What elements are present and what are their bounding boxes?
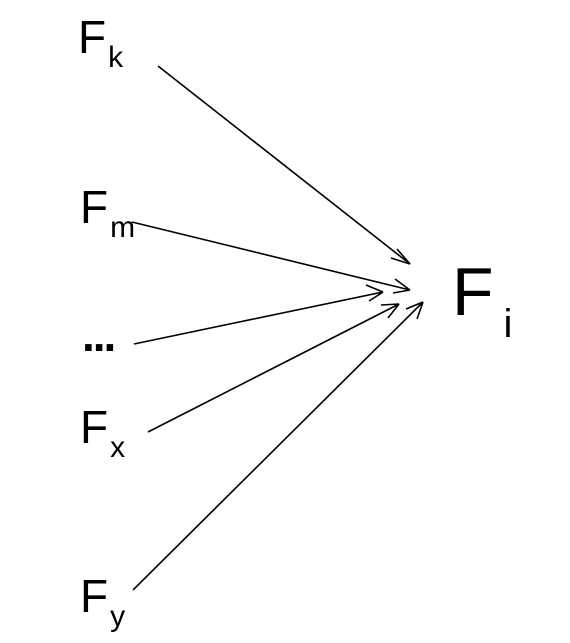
node-f-m: Fm: [80, 181, 135, 243]
arrow-y-to-i: [132, 301, 424, 591]
node-f-x-letter: F: [80, 401, 109, 453]
arrow-dots-to-i: [133, 284, 384, 345]
arrow-m-to-i: [131, 221, 411, 294]
node-f-i-subscript: i: [503, 302, 513, 346]
arrow-x-to-i: [147, 303, 400, 433]
node-f-m-subscript: m: [110, 211, 136, 244]
node-f-y: Fy: [80, 570, 125, 632]
node-f-y-subscript: y: [110, 600, 126, 633]
node-f-k-letter: F: [78, 11, 107, 63]
arrow-k-to-i: [157, 65, 411, 265]
node-f-i-letter: F: [452, 254, 494, 330]
node-f-y-letter: F: [80, 570, 109, 622]
node-f-k-subscript: k: [108, 41, 124, 74]
node-f-x: Fx: [80, 401, 125, 463]
node-ellipsis: ...: [82, 309, 116, 361]
node-f-k: Fk: [78, 11, 123, 73]
node-f-x-subscript: x: [110, 431, 126, 464]
node-f-m-letter: F: [80, 181, 109, 233]
